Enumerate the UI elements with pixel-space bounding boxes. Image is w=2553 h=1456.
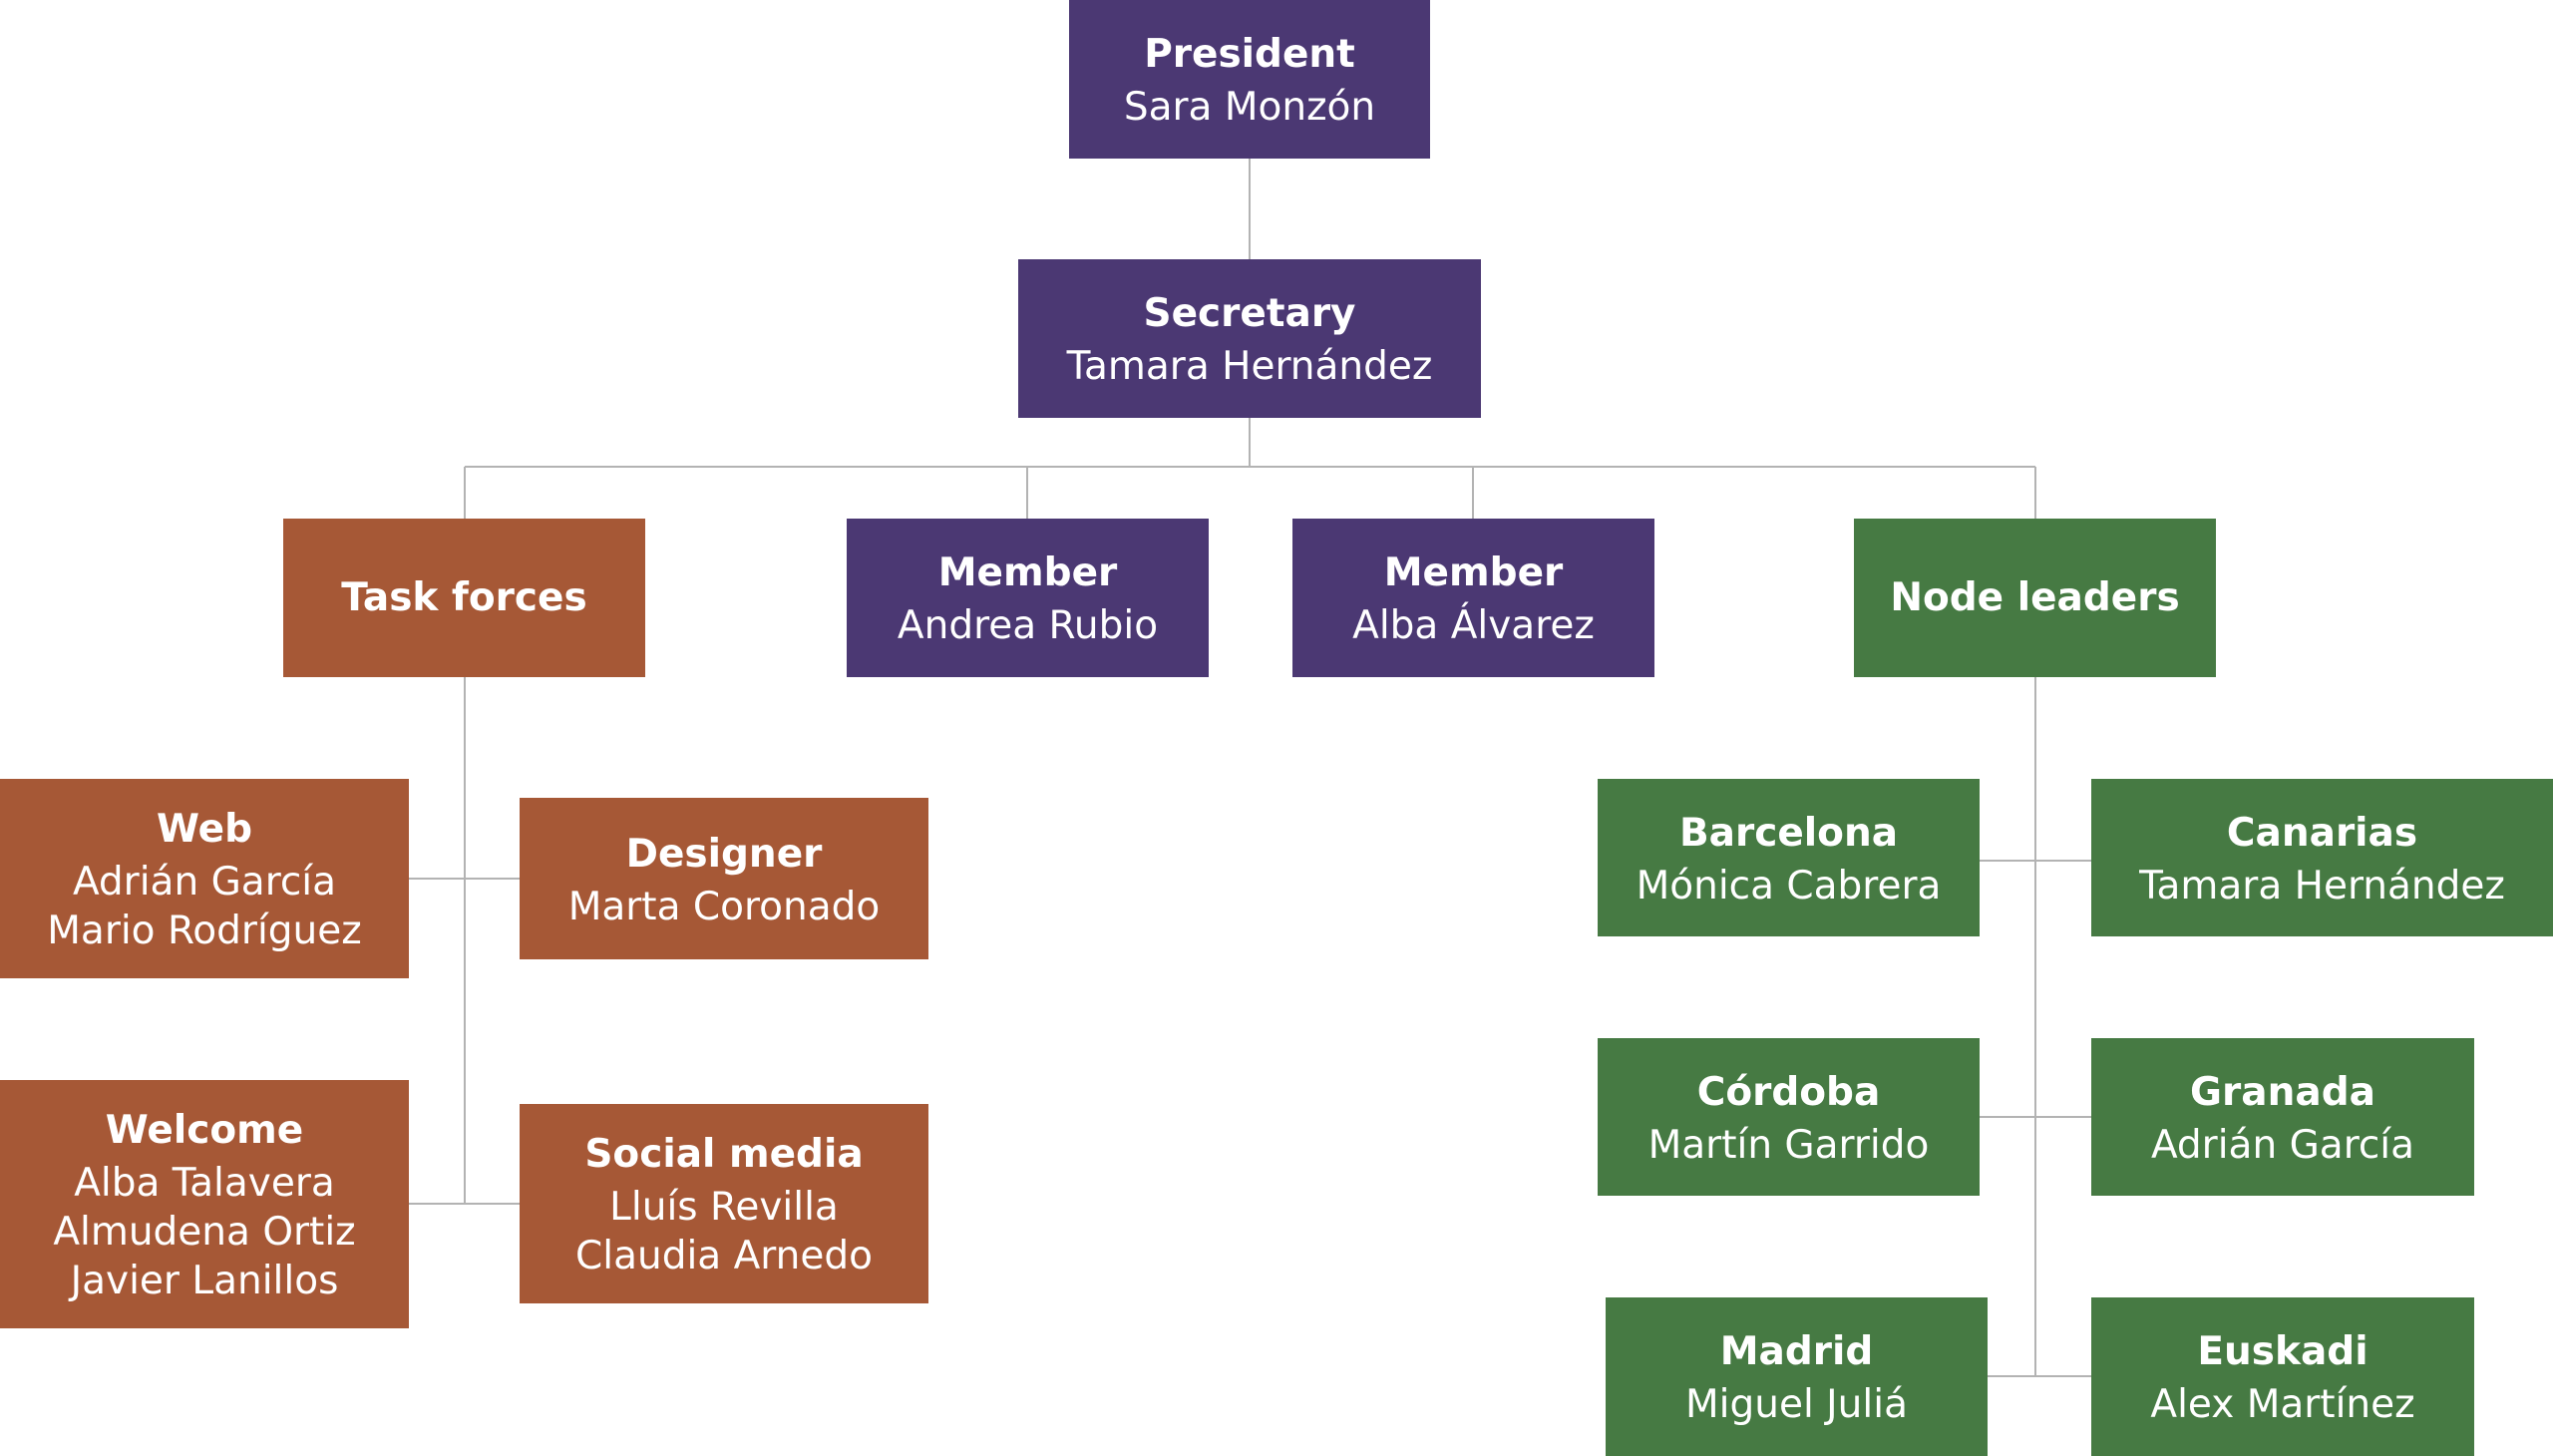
secretary-name: Tamara Hernández bbox=[1066, 344, 1433, 389]
president-role: President bbox=[1144, 32, 1355, 77]
barcelona-role: Barcelona bbox=[1678, 810, 1899, 856]
web-person-1: Adrián García bbox=[72, 860, 337, 905]
welcome-person-1: Alba Talavera bbox=[74, 1161, 335, 1206]
madrid-box: Madrid Miguel Juliá bbox=[1606, 1297, 1988, 1456]
canarias-box: Canarias Tamara Hernández bbox=[2091, 779, 2553, 936]
welcome-person-3: Javier Lanillos bbox=[70, 1259, 339, 1303]
canarias-role: Canarias bbox=[2226, 810, 2418, 856]
designer-name: Marta Coronado bbox=[567, 884, 881, 929]
social-media-person-1: Lluís Revilla bbox=[609, 1185, 839, 1230]
designer-box: Designer Marta Coronado bbox=[520, 798, 928, 959]
secretary-role: Secretary bbox=[1143, 291, 1356, 336]
president-name: Sara Monzón bbox=[1123, 85, 1376, 130]
euskadi-name: Alex Martínez bbox=[2150, 1382, 2415, 1427]
member-box-2: Member Alba Álvarez bbox=[1292, 519, 1654, 677]
node-leaders-box: Node leaders bbox=[1854, 519, 2216, 677]
node-leaders-role: Node leaders bbox=[1890, 574, 2180, 620]
euskadi-role: Euskadi bbox=[2197, 1329, 2369, 1374]
president-box: President Sara Monzón bbox=[1069, 0, 1430, 159]
member-2-role: Member bbox=[1383, 550, 1564, 595]
cordoba-box: Córdoba Martín Garrido bbox=[1598, 1038, 1980, 1196]
welcome-role: Welcome bbox=[105, 1108, 304, 1153]
granada-box: Granada Adrián García bbox=[2091, 1038, 2474, 1196]
canarias-name: Tamara Hernández bbox=[2139, 863, 2505, 909]
social-media-role: Social media bbox=[584, 1132, 864, 1177]
member-box-1: Member Andrea Rubio bbox=[847, 519, 1209, 677]
task-forces-box: Task forces bbox=[283, 519, 645, 677]
designer-role: Designer bbox=[625, 831, 823, 877]
welcome-box: Welcome Alba Talavera Almudena Ortiz Jav… bbox=[0, 1080, 409, 1328]
cordoba-name: Martín Garrido bbox=[1647, 1122, 1930, 1168]
social-media-person-2: Claudia Arnedo bbox=[575, 1234, 873, 1278]
member-1-role: Member bbox=[937, 550, 1118, 595]
secretary-box: Secretary Tamara Hernández bbox=[1018, 259, 1481, 418]
cordoba-role: Córdoba bbox=[1696, 1069, 1881, 1115]
granada-role: Granada bbox=[2190, 1069, 2375, 1115]
web-person-2: Mario Rodríguez bbox=[47, 909, 362, 953]
madrid-name: Miguel Juliá bbox=[1685, 1382, 1908, 1427]
web-role: Web bbox=[157, 807, 252, 852]
welcome-person-2: Almudena Ortiz bbox=[53, 1210, 356, 1255]
social-media-box: Social media Lluís Revilla Claudia Arned… bbox=[520, 1104, 928, 1303]
madrid-role: Madrid bbox=[1719, 1329, 1874, 1374]
member-2-name: Alba Álvarez bbox=[1352, 603, 1595, 648]
task-forces-role: Task forces bbox=[341, 574, 587, 620]
web-box: Web Adrián García Mario Rodríguez bbox=[0, 779, 409, 978]
barcelona-box: Barcelona Mónica Cabrera bbox=[1598, 779, 1980, 936]
member-1-name: Andrea Rubio bbox=[897, 603, 1159, 648]
euskadi-box: Euskadi Alex Martínez bbox=[2091, 1297, 2474, 1456]
barcelona-name: Mónica Cabrera bbox=[1636, 863, 1942, 909]
granada-name: Adrián García bbox=[2150, 1122, 2415, 1168]
